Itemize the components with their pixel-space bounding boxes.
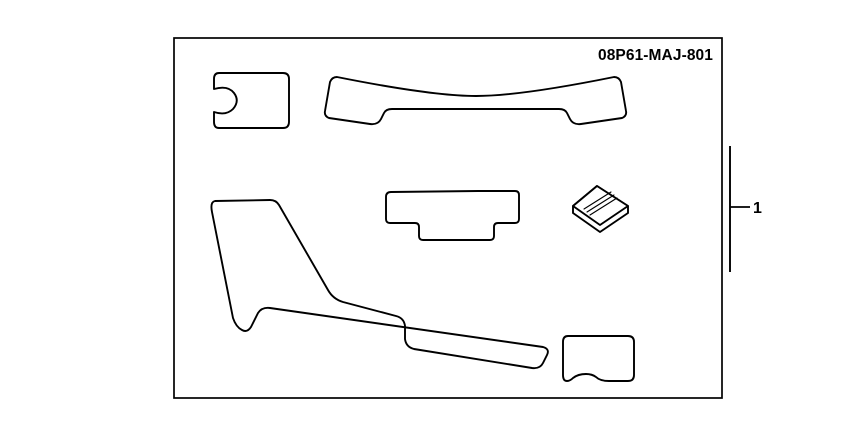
booklet-top-face: [572, 185, 629, 226]
callout-number-label: 1: [753, 200, 762, 217]
part-side-trim: [210, 199, 549, 370]
kit-boundary-frame: [173, 37, 723, 399]
part-small-cover: [562, 335, 635, 382]
booklet-text-line-2: [586, 194, 615, 213]
part-instruction-booklet: [572, 185, 629, 233]
part-center-panel: [385, 190, 520, 241]
booklet-text-line-1: [583, 191, 612, 210]
booklet-text-line-3: [589, 197, 618, 216]
part-dashboard-trim: [323, 76, 628, 126]
part-number-label: 08P61-MAJ-801: [598, 47, 713, 64]
part-notched-panel: [213, 72, 290, 129]
